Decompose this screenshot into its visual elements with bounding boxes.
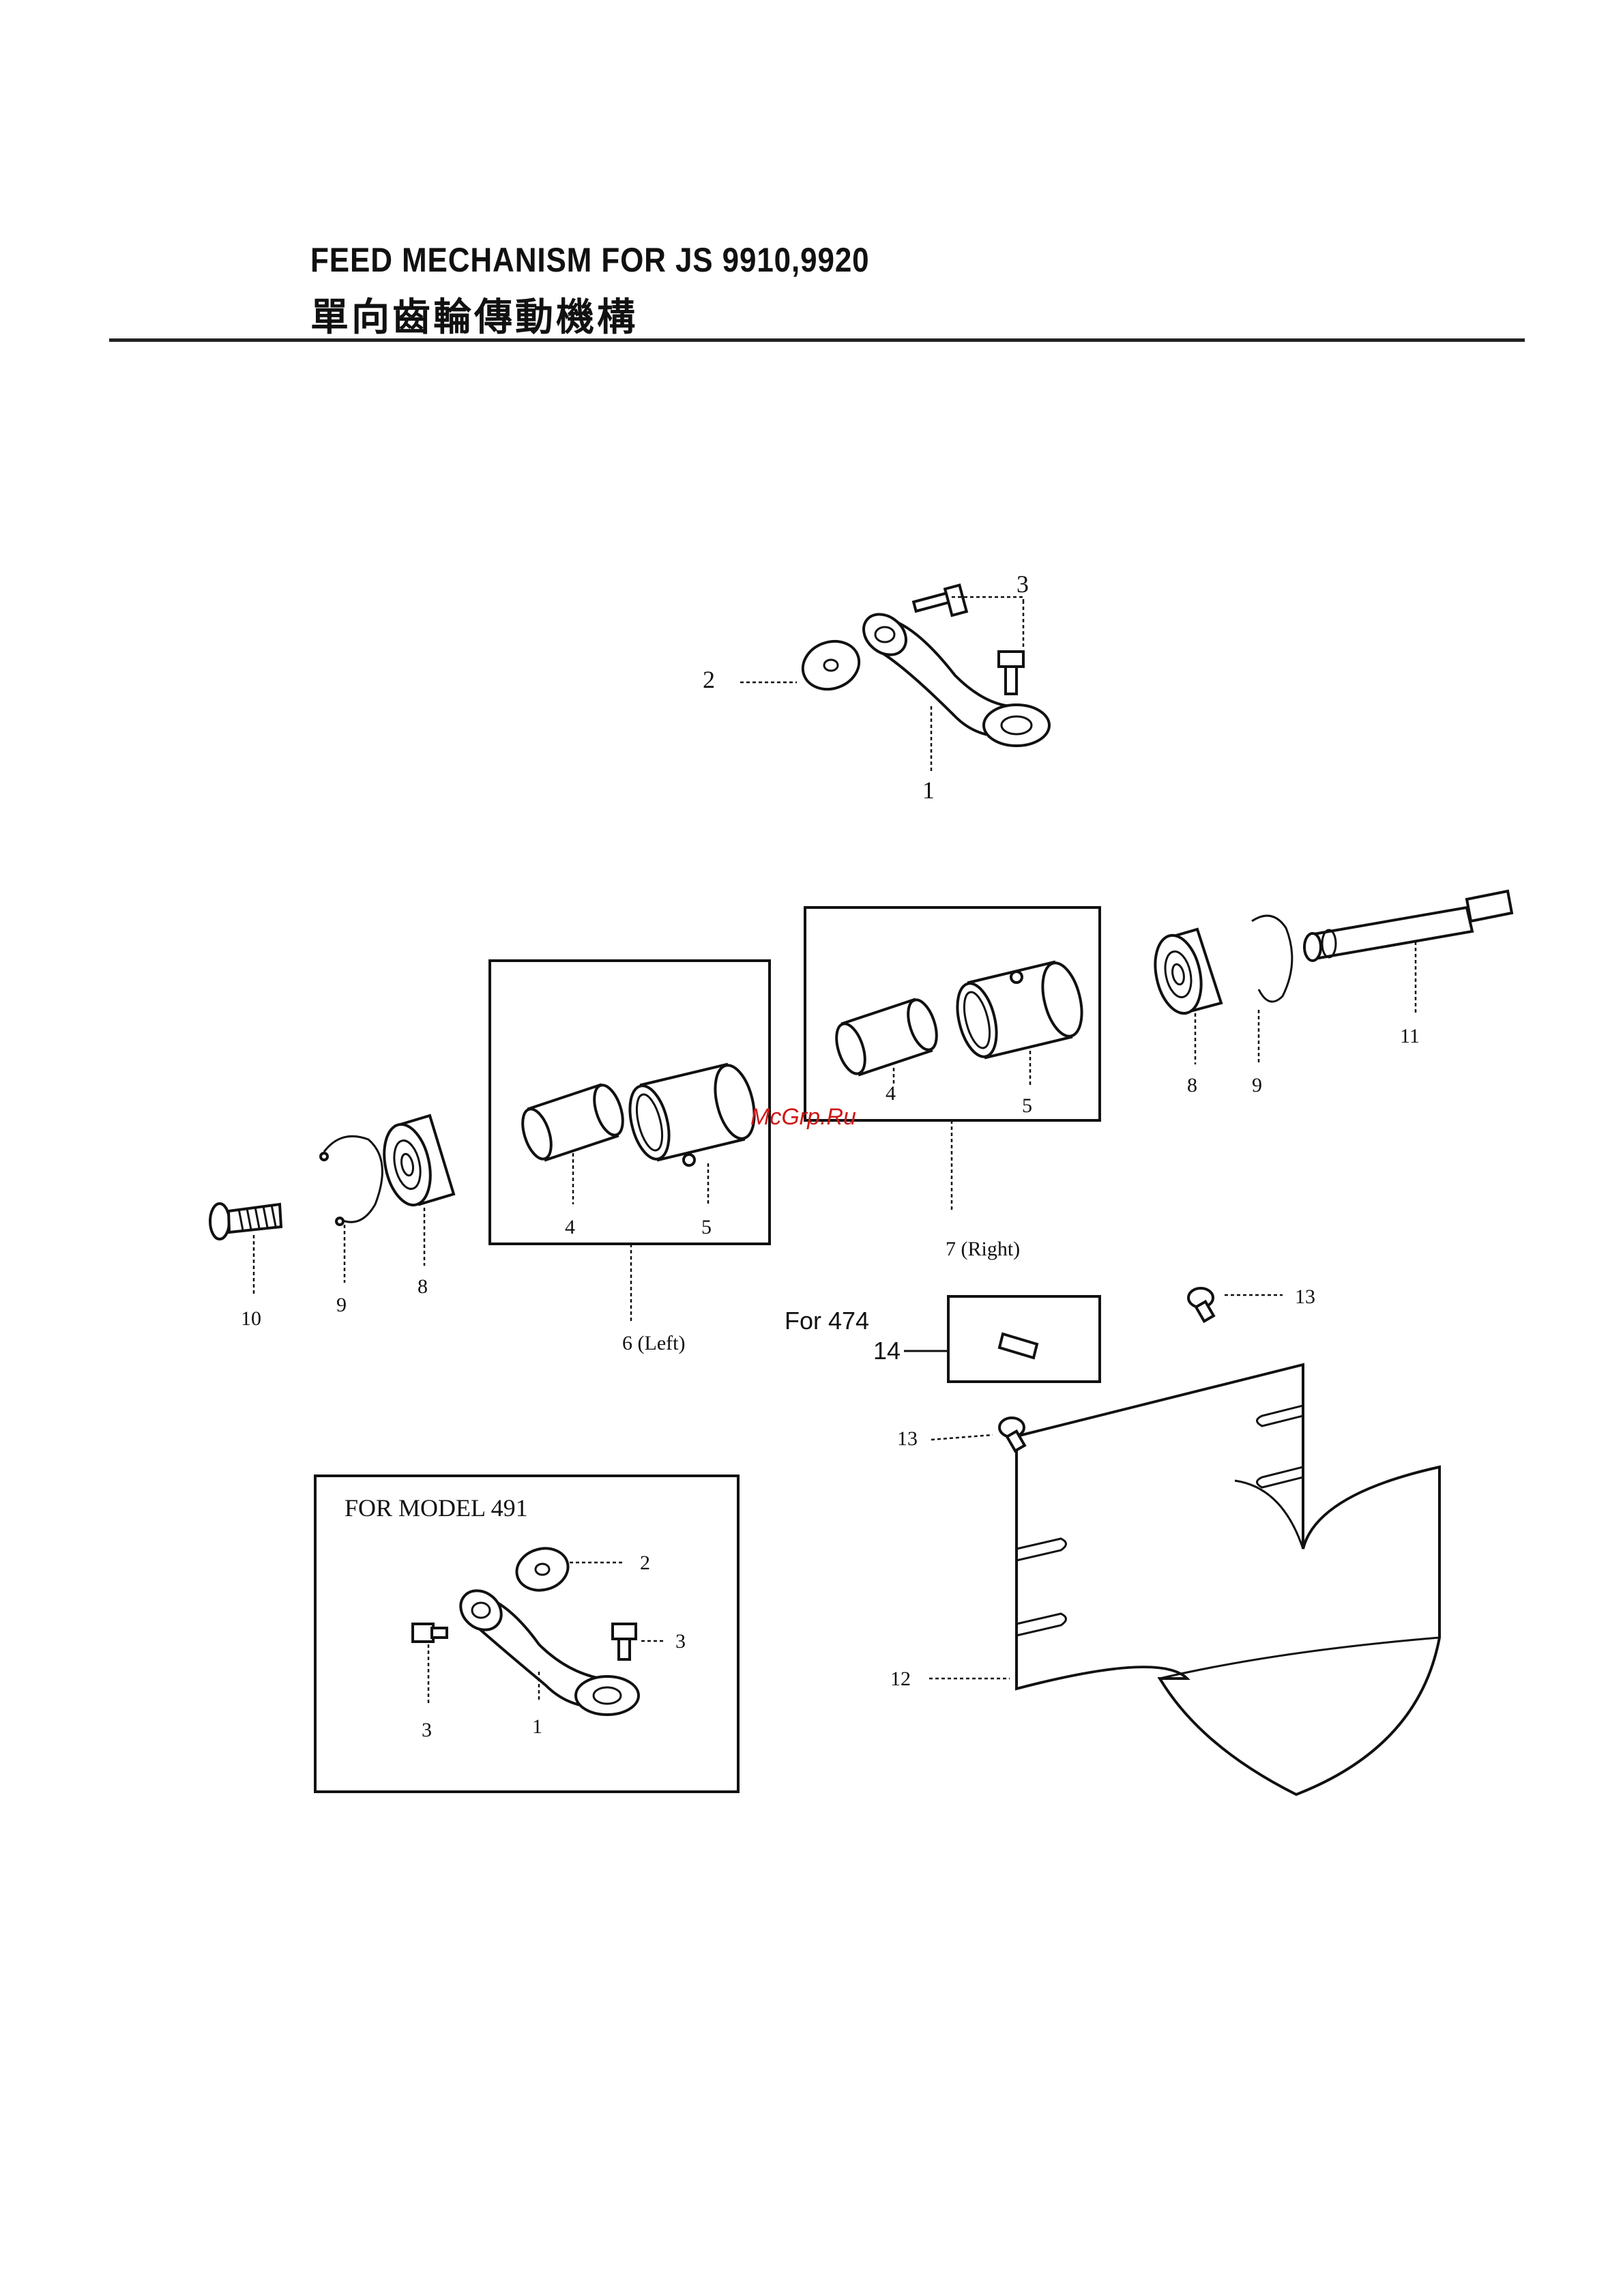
washer-part-2-491 bbox=[512, 1543, 573, 1596]
callout-3-491-left: 3 bbox=[422, 1719, 432, 1741]
right-clutch-group: 4 5 7 (Right) bbox=[805, 907, 1100, 1260]
screw-part-13-a bbox=[1188, 1288, 1214, 1321]
screw-part-3-a bbox=[913, 585, 967, 615]
callout-13-lower: 13 bbox=[897, 1427, 918, 1450]
callout-11: 11 bbox=[1400, 1025, 1420, 1047]
callout-1-491: 1 bbox=[532, 1715, 542, 1738]
callout-10: 10 bbox=[241, 1307, 261, 1330]
screw-part-3-491-b bbox=[613, 1624, 636, 1659]
callout-8-left: 8 bbox=[418, 1275, 428, 1298]
callout-14: 14 bbox=[873, 1337, 901, 1365]
right-end-parts: 8 9 11 bbox=[1149, 891, 1512, 1096]
snap-ring-part-9-right bbox=[1252, 916, 1292, 1002]
callout-8-right: 8 bbox=[1187, 1074, 1197, 1096]
option-474-group: For 474 14 bbox=[785, 1296, 1100, 1382]
screw-part-3-b bbox=[999, 652, 1023, 694]
callout-7-right: 7 (Right) bbox=[946, 1238, 1020, 1260]
callout-3-top: 3 bbox=[1017, 570, 1029, 598]
callout-4-right: 4 bbox=[886, 1082, 896, 1105]
model-491-group: FOR MODEL 491 2 3 3 1 bbox=[315, 1476, 738, 1792]
callout-9-right: 9 bbox=[1252, 1074, 1262, 1096]
callout-3-491-right: 3 bbox=[675, 1630, 686, 1653]
callout-2-491: 2 bbox=[640, 1552, 650, 1574]
option-474-label: For 474 bbox=[785, 1307, 869, 1335]
callout-13-upper: 13 bbox=[1295, 1285, 1315, 1308]
snap-ring-part-9 bbox=[324, 1136, 382, 1222]
callout-9-left: 9 bbox=[336, 1294, 347, 1316]
cover-group: 13 13 12 bbox=[890, 1285, 1439, 1794]
callout-6-left: 6 (Left) bbox=[622, 1332, 685, 1354]
arm-lower-eye bbox=[984, 705, 1049, 746]
callout-4-left: 4 bbox=[565, 1216, 575, 1238]
callout-5-right: 5 bbox=[1022, 1094, 1032, 1117]
washer-part-2 bbox=[796, 634, 866, 697]
pin-part-14 bbox=[999, 1334, 1037, 1358]
callout-5-left: 5 bbox=[701, 1216, 712, 1238]
bolt-head-part-10 bbox=[210, 1204, 229, 1239]
top-feed-arm-assembly: 2 1 3 bbox=[703, 570, 1049, 804]
watermark-text: McGrp.Ru bbox=[750, 1104, 856, 1130]
callout-12: 12 bbox=[890, 1668, 911, 1690]
left-clutch-group: 4 5 6 (Left) bbox=[490, 961, 770, 1354]
screw-part-3-491-a bbox=[413, 1624, 447, 1642]
callout-2-top: 2 bbox=[703, 666, 715, 693]
screw-part-13-b bbox=[999, 1418, 1025, 1451]
left-end-parts: 10 9 8 bbox=[210, 1116, 454, 1330]
model-491-label: FOR MODEL 491 bbox=[345, 1494, 528, 1522]
callout-1-top: 1 bbox=[922, 776, 935, 804]
cover-part-12 bbox=[1017, 1365, 1439, 1794]
